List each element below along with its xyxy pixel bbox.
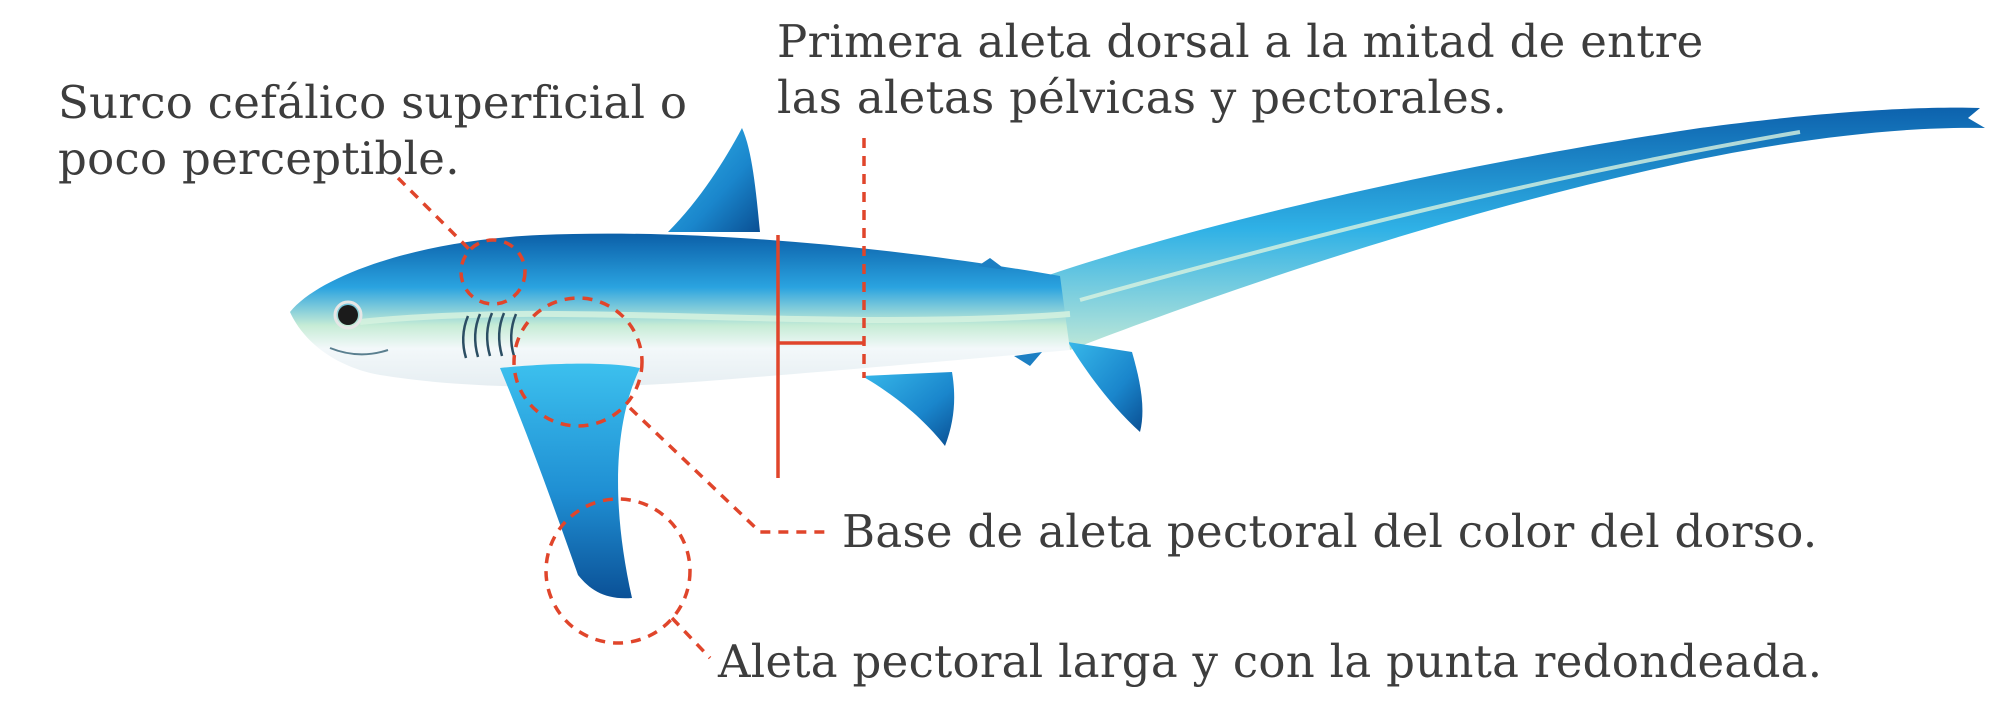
first-dorsal-fin [668,128,760,232]
pectoral-base-marker [512,296,832,534]
first-dorsal-label: Primera aleta dorsal a la mitad de entre… [777,14,1704,126]
pectoral-fin [500,363,640,599]
gill-slits [462,312,518,359]
pectoral-base-label-text: Base de aleta pectoral del color del dor… [842,505,1818,558]
mouth [329,347,389,356]
cephalic-groove-label-line2: poco perceptible. [58,132,460,185]
shark-body [290,233,1070,387]
cephalic-groove-label: Surco cefálico superficial o poco percep… [58,75,687,187]
eye [338,305,358,325]
pectoral-tip-label-text: Aleta pectoral larga y con la punta redo… [718,635,1823,688]
pectoral-base-label: Base de aleta pectoral del color del dor… [842,504,1817,560]
pelvic-fin [862,372,955,446]
cephalic-groove-marker [396,176,527,306]
anal-fin [1014,352,1042,366]
caudal-fin-lower-lobe [1068,342,1143,432]
cephalic-groove-label-line1: Surco cefálico superficial o [58,76,688,129]
second-dorsal-fin [978,258,1006,270]
caudal-fin-upper-lobe [1040,107,1985,350]
tail-highlight [1079,130,1801,302]
lateral-line [359,310,1071,325]
first-dorsal-label-line2: las aletas pélvicas y pectorales. [777,71,1508,124]
dorsal-position-bracket [776,138,866,478]
eye-ring [333,300,363,330]
pectoral-tip-marker [544,497,712,660]
first-dorsal-label-line1: Primera aleta dorsal a la mitad de entre [777,15,1704,68]
pectoral-tip-label: Aleta pectoral larga y con la punta redo… [718,634,1822,690]
